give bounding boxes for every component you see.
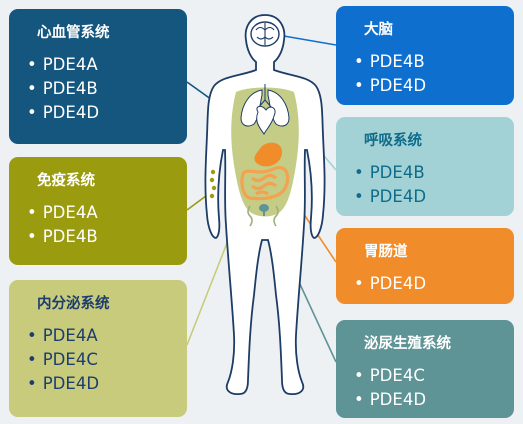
urogenital-list: •PDE4C •PDE4D: [354, 364, 514, 412]
list-item: •PDE4D: [354, 187, 427, 206]
respiratory-box: 呼吸系统 •PDE4B •PDE4D: [336, 117, 514, 216]
intestines-organ: [240, 166, 290, 201]
brain-list: •PDE4B •PDE4D: [354, 50, 514, 98]
list-item: •PDE4D: [354, 390, 427, 409]
list-item: •PDE4A: [27, 203, 98, 222]
brain-title: 大脑: [364, 22, 393, 38]
urogenital-box: 泌尿生殖系统 •PDE4C •PDE4D: [336, 320, 514, 418]
gastrointestinal-title: 胃肠道: [364, 244, 408, 260]
list-item: •PDE4B: [27, 227, 98, 246]
list-item: •PDE4A: [27, 55, 98, 74]
endocrine-title: 内分泌系统: [37, 296, 110, 312]
connector-brain: [277, 34, 337, 46]
lymph-nodes: [209, 169, 217, 199]
gastrointestinal-list: •PDE4D: [354, 272, 514, 296]
list-item: •PDE4B: [354, 163, 425, 182]
immune-box: 免疫系统 •PDE4A •PDE4B: [9, 157, 187, 265]
gastrointestinal-box: 胃肠道 •PDE4D: [336, 228, 514, 304]
list-item: •PDE4D: [27, 103, 100, 122]
urogenital-title: 泌尿生殖系统: [364, 336, 451, 352]
cardiovascular-list: •PDE4A •PDE4B •PDE4D: [27, 53, 187, 125]
list-item: •PDE4D: [354, 274, 427, 293]
immune-title: 免疫系统: [37, 173, 95, 189]
respiratory-list: •PDE4B •PDE4D: [354, 161, 514, 209]
list-item: •PDE4B: [354, 52, 425, 71]
cardiovascular-box: 心血管系统 •PDE4A •PDE4B •PDE4D: [9, 9, 187, 144]
list-item: •PDE4D: [27, 374, 100, 393]
brain-organ: [250, 21, 280, 47]
brain-box: 大脑 •PDE4B •PDE4D: [336, 6, 514, 105]
list-item: •PDE4B: [27, 79, 98, 98]
respiratory-title: 呼吸系统: [364, 133, 422, 149]
immune-list: •PDE4A •PDE4B: [27, 201, 187, 249]
list-item: •PDE4C: [27, 350, 98, 369]
endocrine-list: •PDE4A •PDE4C •PDE4D: [27, 324, 187, 396]
endocrine-box: 内分泌系统 •PDE4A •PDE4C •PDE4D: [9, 280, 187, 417]
stomach-organ: [254, 142, 282, 167]
list-item: •PDE4C: [354, 366, 425, 385]
list-item: •PDE4A: [27, 326, 98, 345]
endocrine-glands: [247, 205, 279, 227]
urogenital-organ: [259, 204, 269, 216]
list-item: •PDE4D: [354, 76, 427, 95]
cardiovascular-title: 心血管系统: [37, 25, 110, 41]
heart-organ: [256, 105, 276, 135]
